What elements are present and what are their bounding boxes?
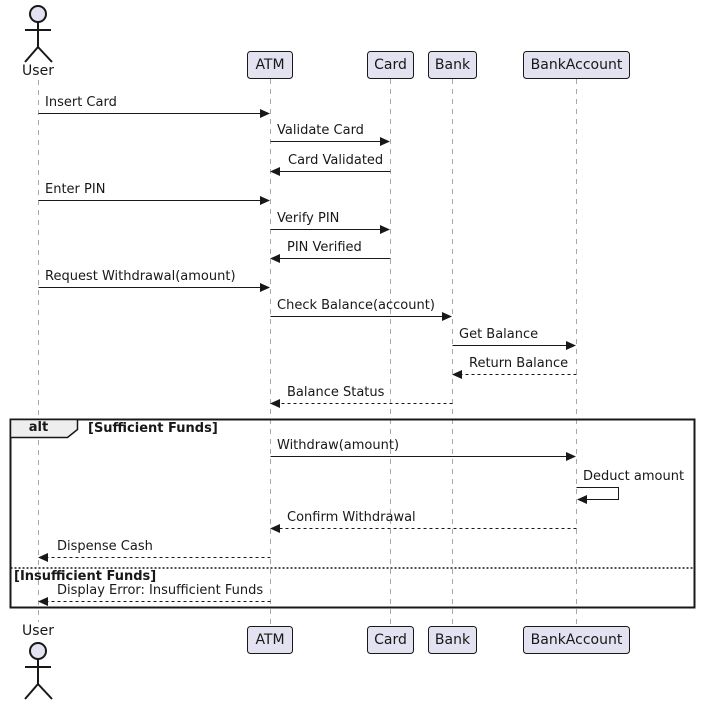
participant-card-top: Card [367,51,414,79]
message-label-validate-card: Validate Card [277,123,364,138]
message-arrow-confirm-withdrawal [270,524,577,533]
alt-operator-label: alt [28,420,49,435]
message-label-display-error: Display Error: Insufficient Funds [57,583,264,598]
participant-bankaccount-bottom: BankAccount [523,626,630,654]
message-arrow-balance-status [270,399,453,408]
message-label-return-balance: Return Balance [469,356,569,371]
actor-figure-user-bottom [24,642,53,700]
message-arrow-pin-verified [270,254,391,263]
message-arrow-insert-card [38,109,270,118]
message-arrow-enter-pin [38,196,270,205]
message-arrow-return-balance [452,370,577,379]
message-label-request-withdrawal: Request Withdrawal(amount) [45,269,236,284]
message-label-enter-pin: Enter PIN [45,182,106,197]
actor-leg-left [24,683,39,700]
actor-figure-user-top [24,5,53,63]
message-arrow-display-error [38,597,271,606]
actor-leg-left [24,46,39,63]
actor-head [29,642,47,660]
actor-leg-right [37,683,53,700]
participant-atm-top: ATM [247,51,293,79]
participant-atm-bottom: ATM [247,626,293,654]
message-label-get-balance: Get Balance [459,327,539,342]
participant-bankaccount-top: BankAccount [523,51,630,79]
message-label-balance-status: Balance Status [287,385,385,400]
alt-operator-tab [9,418,79,439]
actor-label-user-top: User [22,63,54,79]
actor-label-user-bottom: User [22,623,54,639]
participant-card-bottom: Card [367,626,414,654]
message-arrow-request-withdrawal [38,283,270,292]
message-arrow-card-validated [270,167,391,176]
participant-bank-bottom: Bank [428,626,477,654]
message-arrow-get-balance [452,341,576,350]
message-label-dispense-cash: Dispense Cash [57,539,153,554]
alt-frame [9,418,696,609]
message-label-verify-pin: Verify PIN [277,211,340,226]
actor-leg-right [37,46,53,63]
message-arrow-validate-card [270,137,390,146]
participant-bank-top: Bank [428,51,477,79]
message-arrow-withdraw-amount [270,452,576,461]
message-label-deduct-amount: Deduct amount [583,469,685,484]
actor-head [29,5,47,23]
message-label-pin-verified: PIN Verified [287,240,362,255]
message-arrow-deduct-amount-self [576,487,619,504]
message-label-confirm-withdrawal: Confirm Withdrawal [287,510,416,525]
alt-condition-insufficient: [Insufficient Funds] [14,569,157,584]
message-label-withdraw-amount: Withdraw(amount) [277,438,400,453]
alt-condition-sufficient: [Sufficient Funds] [88,421,218,436]
message-arrow-check-balance [270,312,452,321]
message-arrow-dispense-cash [38,553,271,562]
message-arrow-verify-pin [270,225,390,234]
message-label-card-validated: Card Validated [288,153,384,168]
message-label-insert-card: Insert Card [45,95,117,110]
message-label-check-balance: Check Balance(account) [277,298,435,313]
